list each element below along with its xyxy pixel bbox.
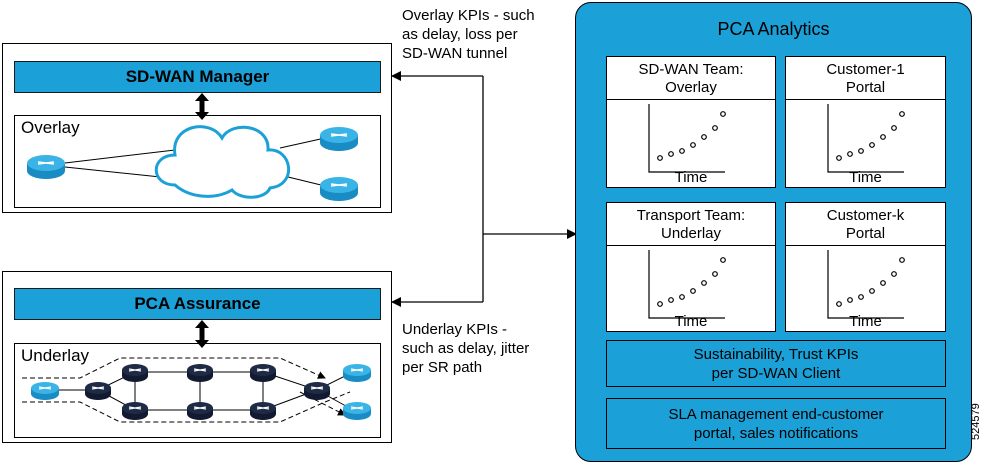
sr-path-upper bbox=[22, 357, 326, 379]
trend-point bbox=[712, 125, 718, 131]
card-title: Transport Team:Underlay bbox=[636, 207, 746, 242]
router-icon bbox=[343, 402, 371, 420]
chart-card-sdwan-team: SD-WAN Team:Overlay Time bbox=[606, 56, 776, 188]
underlay-kpi-line: Underlay KPIs - bbox=[402, 321, 508, 338]
trend-point bbox=[847, 297, 853, 303]
trend-point bbox=[869, 288, 875, 294]
trend-point bbox=[891, 125, 897, 131]
underlay-kpi-line: such as delay, jitter bbox=[402, 340, 530, 357]
router-icon bbox=[250, 364, 276, 382]
router-icon bbox=[31, 382, 59, 400]
pca-analytics-panel: PCA Analytics SD-WAN Team:Overlay Time C… bbox=[575, 2, 972, 462]
pca-assurance-bar: PCA Assurance bbox=[14, 288, 381, 320]
trend-point bbox=[880, 280, 886, 286]
trend-point bbox=[836, 301, 842, 307]
overlay-kpi-line: SD-WAN tunnel bbox=[402, 45, 508, 62]
router-icon bbox=[85, 382, 111, 400]
trend-point bbox=[668, 151, 674, 157]
card-title: SD-WAN Team:Overlay bbox=[638, 61, 744, 96]
router-icon bbox=[250, 402, 276, 420]
trend-point bbox=[858, 294, 864, 300]
trend-point bbox=[690, 142, 696, 148]
trend-point bbox=[701, 134, 707, 140]
sustainability-line: per SD-WAN Client bbox=[711, 364, 841, 382]
trend-point bbox=[690, 288, 696, 294]
overlay-kpi-text: Overlay KPIs - such as delay, loss per S… bbox=[402, 6, 535, 63]
trend-chart-icon bbox=[827, 250, 905, 319]
overlay-kpi-line: Overlay KPIs - such bbox=[402, 7, 535, 24]
router-icon bbox=[187, 364, 213, 382]
sustainability-line: Sustainability, Trust KPIs bbox=[693, 345, 859, 363]
trend-point bbox=[679, 148, 685, 154]
router-icon bbox=[320, 177, 358, 201]
router-icon bbox=[122, 364, 148, 382]
trend-point bbox=[720, 111, 726, 117]
trend-point bbox=[657, 155, 663, 161]
trend-point bbox=[899, 111, 905, 117]
underlay-label: Underlay bbox=[21, 346, 90, 365]
trend-point bbox=[657, 301, 663, 307]
router-icon bbox=[187, 402, 213, 420]
router-icon bbox=[343, 364, 371, 382]
trend-point bbox=[869, 142, 875, 148]
time-axis-label: Time bbox=[849, 169, 882, 186]
chart-axes bbox=[648, 250, 725, 319]
assurance-link-arrow bbox=[195, 320, 209, 348]
trend-point bbox=[899, 257, 905, 263]
router-icon bbox=[320, 127, 358, 151]
sr-path-lower bbox=[22, 391, 351, 423]
manager-link-arrow bbox=[195, 93, 209, 120]
trend-point bbox=[679, 294, 685, 300]
overlay-kpi-line: as delay, loss per bbox=[402, 26, 518, 43]
underlay-kpi-text: Underlay KPIs - such as delay, jitter pe… bbox=[402, 320, 529, 377]
trend-point bbox=[880, 134, 886, 140]
overlay-label: Overlay bbox=[21, 118, 80, 137]
router-icon bbox=[27, 155, 65, 179]
trend-point bbox=[891, 271, 897, 277]
trend-point bbox=[668, 297, 674, 303]
chart-axes bbox=[648, 104, 725, 173]
sdwan-manager-label: SD-WAN Manager bbox=[125, 67, 270, 86]
cloud-icon bbox=[154, 125, 290, 199]
trend-point bbox=[720, 257, 726, 263]
sla-line: portal, sales notifications bbox=[693, 424, 859, 442]
time-axis-label: Time bbox=[849, 313, 882, 330]
sla-line: SLA management end-customer bbox=[668, 405, 884, 423]
chart-axes bbox=[827, 104, 904, 173]
trend-point bbox=[847, 151, 853, 157]
trend-point bbox=[701, 280, 707, 286]
chart-axes bbox=[827, 250, 904, 319]
time-axis-label: Time bbox=[674, 169, 708, 186]
sla-management-box: SLA management end-customer portal, sale… bbox=[606, 398, 946, 449]
time-axis-label: Time bbox=[674, 313, 708, 330]
router-icon bbox=[122, 402, 148, 420]
trend-point bbox=[858, 148, 864, 154]
trend-point bbox=[836, 155, 842, 161]
trend-chart-icon bbox=[648, 104, 726, 173]
trend-chart-icon bbox=[827, 104, 905, 173]
pca-assurance-label: PCA Assurance bbox=[134, 294, 261, 313]
figure-number: 524579 bbox=[970, 403, 982, 440]
kpi-connector-arrows bbox=[391, 71, 577, 307]
trend-chart-icon bbox=[648, 250, 726, 319]
sustainability-kpis-box: Sustainability, Trust KPIs per SD-WAN Cl… bbox=[606, 340, 946, 387]
underlay-kpi-line: per SR path bbox=[402, 359, 483, 376]
pca-analytics-title: PCA Analytics bbox=[717, 19, 830, 39]
trend-point bbox=[712, 271, 718, 277]
sdwan-manager-bar: SD-WAN Manager bbox=[14, 61, 381, 93]
chart-card-transport-team: Transport Team:Underlay Time bbox=[606, 202, 776, 332]
router-icon bbox=[304, 382, 330, 400]
